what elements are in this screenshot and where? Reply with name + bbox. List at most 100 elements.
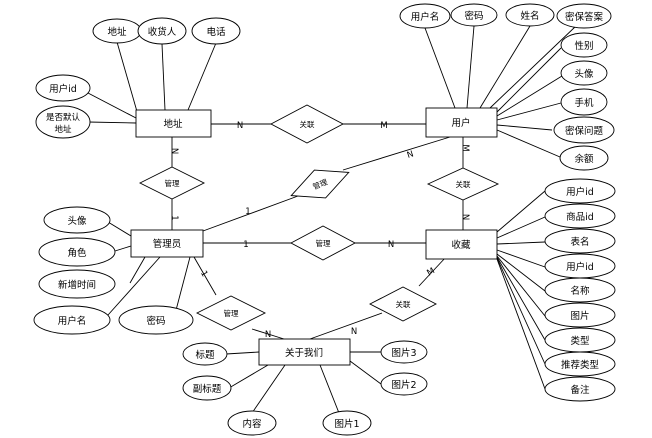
svg-text:用户id: 用户id [49,83,77,95]
attr-admin-username: 用户名 [33,305,111,335]
relationship-label: 关联 [456,179,471,189]
svg-text:姓名: 姓名 [520,10,539,22]
entity-label: 关于我们 [285,347,323,359]
cardinality-admin-favorite-n: N [388,240,394,250]
svg-text:表名: 表名 [570,236,589,248]
cardinality-address-user-n: N [237,121,243,131]
svg-text:余额: 余额 [574,153,594,165]
relationship-favorite-about: 关联 [369,286,437,322]
attr-user-avatar: 头像 [560,60,608,86]
svg-text:头像: 头像 [574,68,594,80]
entity-admin: 管理员 [130,229,204,258]
svg-text:图片: 图片 [570,310,589,322]
attr-favorite-productid: 商品id [544,203,616,229]
attr-favorite-title: 名称 [544,277,616,303]
attr-favorite-type: 类型 [544,327,616,353]
svg-text:副标题: 副标题 [193,383,222,395]
cardinality-user-favorite-n: N [460,214,470,220]
svg-text:名称: 名称 [570,285,590,297]
svg-text:图片3: 图片3 [391,347,416,359]
attr-about-image3: 图片3 [380,340,428,364]
svg-text:图片1: 图片1 [334,418,359,430]
cardinality-labels: N M N 1 1 N M N 1 N 1 N M N [169,121,470,340]
attr-user-security-question: 密保问题 [553,116,615,144]
svg-text:密保答案: 密保答案 [565,11,604,23]
svg-text:密码: 密码 [464,10,483,22]
relationship-label: 管理 [316,238,331,248]
svg-text:是否默认: 是否默认 [46,112,81,123]
attr-admin-avatar: 头像 [43,206,111,234]
svg-text:密保问题: 密保问题 [565,125,604,137]
relationship-admin-user: 管理 [290,169,350,199]
attr-admin-added-time: 新增时间 [38,269,116,299]
svg-text:新增时间: 新增时间 [58,279,96,291]
attr-address-phone: 电话 [191,17,241,45]
cardinality-address-admin-1: 1 [169,215,179,220]
attr-about-image1: 图片1 [322,410,372,436]
attr-user-gender: 性别 [560,32,608,58]
svg-text:备注: 备注 [570,384,590,396]
relationship-admin-about: 管理 [195,295,267,331]
cardinality-admin-about-n: N [265,330,271,340]
attr-about-title: 标题 [182,342,228,366]
cardinality-favorite-about-m: M [425,266,436,278]
attr-admin-password: 密码 [118,305,194,335]
cardinality-admin-user-1: 1 [245,207,250,217]
svg-text:地址: 地址 [107,26,127,38]
relationship-label: 关联 [396,299,411,309]
attr-user-name: 姓名 [505,3,555,27]
svg-text:电话: 电话 [206,26,226,38]
entity-label: 用户 [451,117,470,129]
svg-text:密码: 密码 [146,315,165,327]
cardinality-admin-user-n: N [406,149,415,160]
relationship-label: 管理 [224,308,239,318]
cardinality-admin-favorite-1: 1 [243,240,248,250]
attr-favorite-table: 表名 [544,228,616,254]
svg-text:标题: 标题 [195,349,215,361]
svg-text:类型: 类型 [570,335,590,347]
attr-admin-role: 角色 [38,237,116,267]
attr-address-is-default: 是否默认 地址 [35,105,91,139]
attr-user-username: 用户名 [399,3,451,29]
entity-favorite: 收藏 [425,229,498,260]
cardinality-user-favorite-m: M [460,144,470,151]
attr-user-security-answer: 密保答案 [556,3,612,29]
attr-about-image2: 图片2 [380,372,428,396]
attr-about-subtitle: 副标题 [182,375,232,401]
attr-user-mobile: 手机 [560,88,608,116]
svg-text:用户名: 用户名 [411,11,440,23]
entity-about-us: 关于我们 [258,338,351,366]
svg-text:图片2: 图片2 [391,379,416,391]
entity-address: 地址 [135,109,212,138]
attr-favorite-recommend-type: 推荐类型 [544,351,616,377]
relationship-admin-favorite: 管理 [290,225,356,261]
attr-address-receiver: 收货人 [137,17,187,45]
relationship-label: 关联 [300,119,315,129]
entity-user: 用户 [425,107,498,138]
connector-lines [87,25,577,414]
cardinality-address-admin-n: N [169,148,179,154]
svg-text:收货人: 收货人 [148,26,177,38]
entity-label: 收藏 [451,239,471,251]
svg-text:性别: 性别 [574,40,593,52]
attr-favorite-userid: 用户id [544,178,616,204]
entity-label: 管理员 [153,238,182,250]
svg-text:用户名: 用户名 [58,315,87,327]
svg-text:用户id: 用户id [566,261,594,273]
cardinality-favorite-about-n: N [351,327,357,337]
svg-text:头像: 头像 [67,215,87,227]
relationship-address-user: 关联 [270,104,344,144]
relationship-user-favorite: 关联 [426,167,500,201]
attr-user-password: 密码 [450,3,498,27]
cardinality-admin-about-1: 1 [198,269,209,279]
attr-about-content: 内容 [227,410,277,436]
svg-text:用户id: 用户id [566,186,594,198]
relationship-address-admin: 管理 [138,166,206,200]
svg-text:地址: 地址 [54,124,72,135]
entity-label: 地址 [163,118,183,130]
svg-text:推荐类型: 推荐类型 [561,359,600,371]
attr-favorite-remark: 备注 [544,376,616,402]
svg-text:手机: 手机 [574,97,594,109]
attr-address-address: 地址 [92,18,142,44]
